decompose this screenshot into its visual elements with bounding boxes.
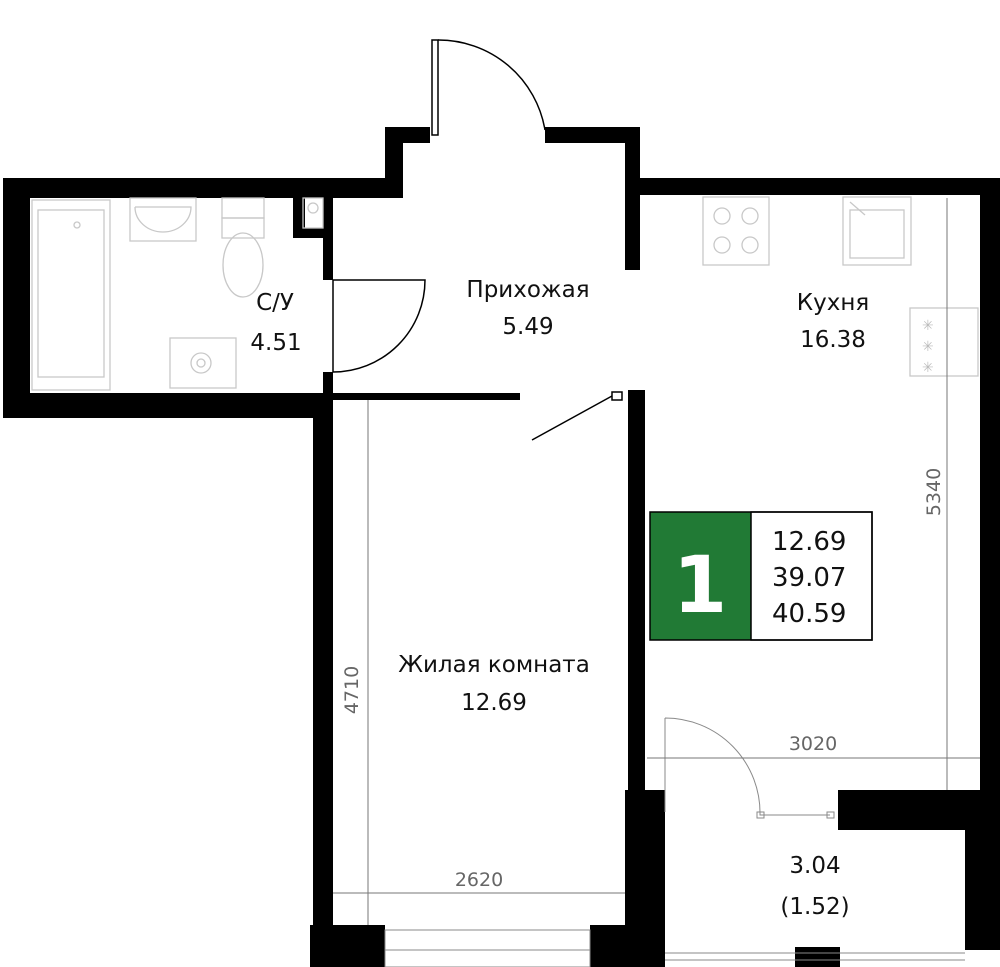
dimension-living-width: 2620 [455,869,503,891]
sink-icon [129,197,197,242]
balcony-area: 3.04 [789,853,840,879]
rooms-count-badge [650,512,751,640]
kitchen-sink-icon [842,196,912,266]
kitchen-name: Кухня [797,290,869,316]
stove-icon [702,196,770,266]
living-area-value: 12.69 [772,527,846,557]
walls [3,127,1000,967]
dimension-lines [333,198,980,925]
svg-text:✳: ✳ [922,360,934,376]
cooktop-icon: ✳ ✳ ✳ [909,307,979,377]
svg-text:✳: ✳ [922,339,934,355]
total-area-value: 39.07 [772,563,846,593]
balcony-reduced-area: (1.52) [780,894,849,920]
windows [384,929,965,967]
toilet-icon [221,197,265,298]
dimension-kitchen-width: 3020 [789,733,837,755]
summary-box: 1 12.69 39.07 40.59 [649,511,873,641]
doors [332,39,835,819]
dimension-kitchen-height: 5340 [923,468,945,516]
living-room-name: Жилая комната [398,652,590,678]
living-room-area: 12.69 [461,690,527,716]
hallway-area: 5.49 [502,314,553,340]
hallway-name: Прихожая [466,277,589,303]
total-with-balcony-value: 40.59 [772,599,846,629]
boiler-icon [302,197,324,229]
dimension-living-height: 4710 [341,666,363,714]
bathroom-area: 4.51 [250,330,301,356]
rooms-count: 1 [673,541,727,631]
bathtub-icon [31,199,111,391]
washing-machine-icon [169,337,237,389]
kitchen-area: 16.38 [800,327,866,353]
bathroom-name: С/У [256,290,294,316]
svg-text:✳: ✳ [922,318,934,334]
